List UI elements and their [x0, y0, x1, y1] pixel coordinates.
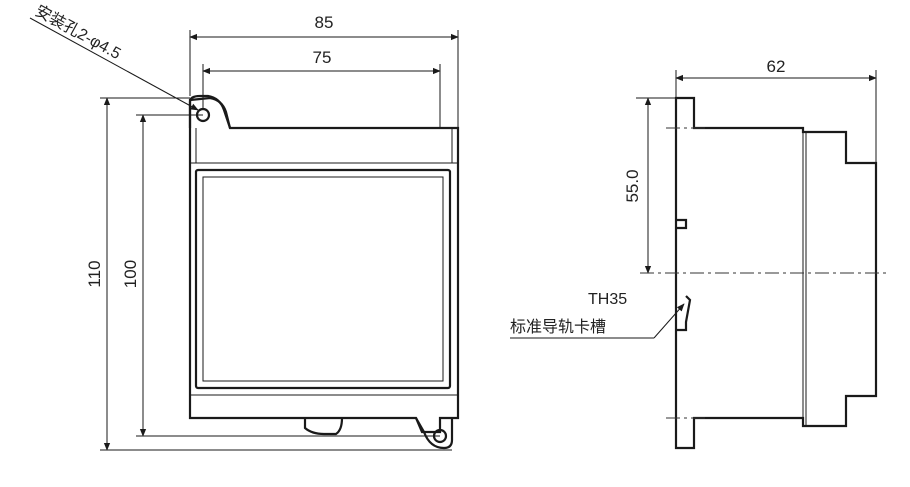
dim-100-label: 100 — [121, 260, 140, 288]
rail-groove — [676, 218, 688, 230]
rail-note-label: 标准导轨卡槽 — [510, 318, 606, 336]
dim-55-label: 55.0 — [623, 169, 642, 202]
dim-85-label: 85 — [315, 13, 334, 32]
din-latch — [303, 417, 344, 436]
front-view: 85 75 110 100 安装孔2-φ4.5 — [29, 2, 460, 451]
front-window-inner — [202, 176, 444, 382]
dim-110-label: 110 — [85, 260, 104, 287]
mounting-hole-note: 安装孔2-φ4.5 — [32, 2, 124, 63]
dim-75-label: 75 — [313, 48, 332, 67]
dim-62-label: 62 — [767, 57, 786, 76]
rail-latch-notch — [676, 295, 692, 332]
front-housing-outline — [188, 96, 460, 434]
rail-note-leader — [653, 303, 685, 339]
side-body-outline — [674, 96, 878, 450]
rail-type-label: TH35 — [588, 291, 627, 308]
bottom-mounting-ear — [415, 417, 454, 450]
side-view: 62 55.0 TH35 标准导轨卡槽 — [510, 57, 890, 450]
mounting-hole-leader — [29, 17, 199, 111]
front-window-outer — [194, 168, 452, 390]
top-mounting-ear — [188, 94, 232, 129]
